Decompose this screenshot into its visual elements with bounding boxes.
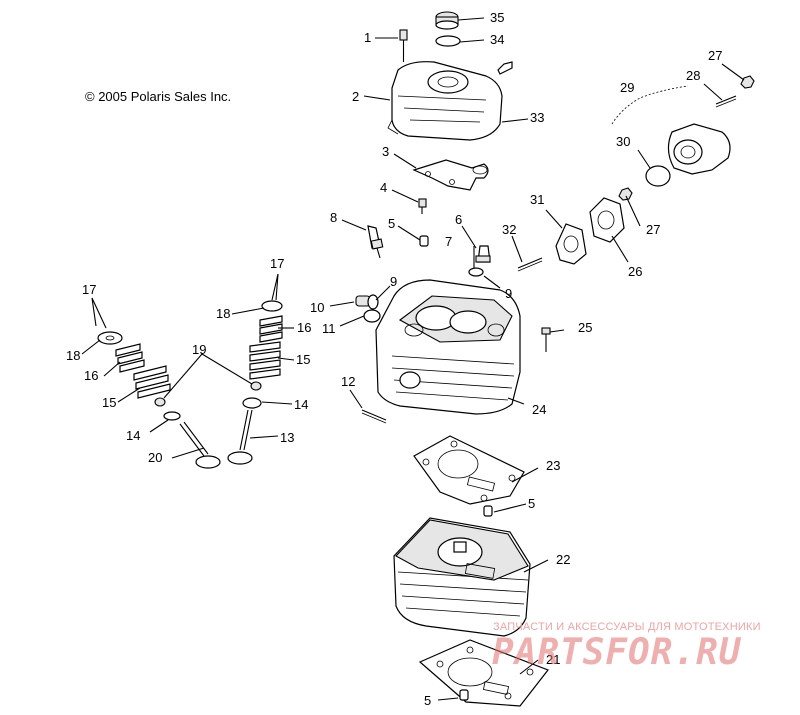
nut-27-lower bbox=[618, 187, 633, 201]
callout-16-right: 16 bbox=[297, 320, 311, 335]
callout-31: 31 bbox=[530, 192, 544, 207]
callout-numbers: 1 2 3 4 5 6 7 8 9 9 10 11 12 13 14 14 15… bbox=[66, 10, 722, 708]
callout-4: 4 bbox=[380, 180, 387, 195]
callout-5-mid: 5 bbox=[528, 496, 535, 511]
retainer-18-left bbox=[97, 331, 123, 345]
callout-33: 33 bbox=[530, 110, 544, 125]
dowel-pin-5-top bbox=[419, 235, 429, 247]
callout-27-top: 27 bbox=[708, 48, 722, 63]
callout-28: 28 bbox=[686, 68, 700, 83]
callout-3: 3 bbox=[382, 144, 389, 159]
callout-23: 23 bbox=[546, 458, 560, 473]
callout-14-left: 14 bbox=[126, 428, 140, 443]
callout-25: 25 bbox=[578, 320, 592, 335]
valve-13 bbox=[227, 409, 253, 465]
seat-14-left bbox=[163, 411, 181, 421]
valve-cover bbox=[387, 61, 513, 141]
callout-8: 8 bbox=[330, 210, 337, 225]
seal-19-right bbox=[250, 381, 262, 391]
retainer-18-right bbox=[261, 300, 283, 312]
oring-11 bbox=[363, 309, 381, 323]
callout-32: 32 bbox=[502, 222, 516, 237]
base-gasket bbox=[418, 639, 549, 707]
cap-35 bbox=[435, 11, 459, 30]
callout-26: 26 bbox=[628, 264, 642, 279]
callout-19: 19 bbox=[192, 342, 206, 357]
callout-22: 22 bbox=[556, 552, 570, 567]
oring-30 bbox=[645, 165, 671, 187]
callout-24: 24 bbox=[532, 402, 546, 417]
copyright-notice: © 2005 Polaris Sales Inc. bbox=[85, 89, 232, 104]
callout-6: 6 bbox=[455, 212, 462, 227]
callout-7: 7 bbox=[445, 234, 452, 249]
callout-5-top: 5 bbox=[388, 216, 395, 231]
callout-17-right: 17 bbox=[270, 256, 284, 271]
callout-21: 21 bbox=[546, 652, 560, 667]
dowel-pin-5-bottom bbox=[459, 689, 469, 701]
stud-28 bbox=[715, 95, 737, 108]
bolt-1 bbox=[399, 29, 408, 62]
callout-12: 12 bbox=[341, 374, 355, 389]
callout-10: 10 bbox=[310, 300, 324, 315]
valve-20 bbox=[179, 421, 221, 469]
callout-35: 35 bbox=[490, 10, 504, 25]
dowel-pin-5-mid bbox=[483, 505, 493, 517]
leader-lines bbox=[81, 17, 745, 701]
washer-7 bbox=[468, 267, 484, 277]
callout-18-right: 18 bbox=[216, 306, 230, 321]
inner-spring-16-right bbox=[259, 315, 283, 343]
bolt-4 bbox=[418, 198, 427, 214]
callout-29: 29 bbox=[620, 80, 634, 95]
fitting-6 bbox=[475, 245, 491, 263]
inner-spring-16-left bbox=[115, 343, 145, 373]
callout-17-left: 17 bbox=[82, 282, 96, 297]
intake-manifold bbox=[667, 123, 731, 175]
callout-30: 30 bbox=[616, 134, 630, 149]
watermark-tagline: ЗАПЧАСТИ И АКСЕССУАРЫ ДЛЯ МОТОТЕХНИКИ bbox=[493, 621, 761, 633]
callout-9-a: 9 bbox=[390, 274, 397, 289]
oring-34 bbox=[435, 35, 461, 47]
callout-15-right: 15 bbox=[296, 352, 310, 367]
callout-27-lower: 27 bbox=[646, 222, 660, 237]
callout-34: 34 bbox=[490, 32, 504, 47]
callout-2: 2 bbox=[352, 89, 359, 104]
callout-5-bottom: 5 bbox=[424, 693, 431, 708]
cylinder-head bbox=[375, 279, 521, 415]
gasket-31 bbox=[555, 223, 587, 265]
outer-spring-15-left bbox=[133, 365, 171, 399]
watermark-logo: PARTSFOR.RU bbox=[492, 632, 742, 673]
bolt-25 bbox=[541, 327, 551, 352]
callout-1: 1 bbox=[364, 30, 371, 45]
outer-spring-15-right bbox=[249, 341, 281, 380]
breather-plate bbox=[412, 159, 489, 191]
spark-plug bbox=[367, 225, 384, 259]
callout-11: 11 bbox=[322, 321, 336, 336]
stud-32 bbox=[517, 257, 543, 272]
callout-9-b: 9 bbox=[505, 286, 512, 301]
nut-27-top bbox=[740, 75, 755, 89]
callout-20: 20 bbox=[148, 450, 162, 465]
callout-18-left: 18 bbox=[66, 348, 80, 363]
seal-19-left bbox=[154, 397, 166, 407]
cylinder bbox=[393, 517, 531, 637]
plug-10 bbox=[355, 294, 379, 310]
head-gasket bbox=[413, 435, 525, 505]
insulator-26 bbox=[589, 197, 625, 243]
callout-16-left: 16 bbox=[84, 368, 98, 383]
callout-15-left: 15 bbox=[102, 395, 116, 410]
seat-14-right bbox=[242, 397, 262, 409]
stud-12 bbox=[361, 409, 387, 424]
callout-14-right: 14 bbox=[294, 397, 308, 412]
callout-13: 13 bbox=[280, 430, 294, 445]
